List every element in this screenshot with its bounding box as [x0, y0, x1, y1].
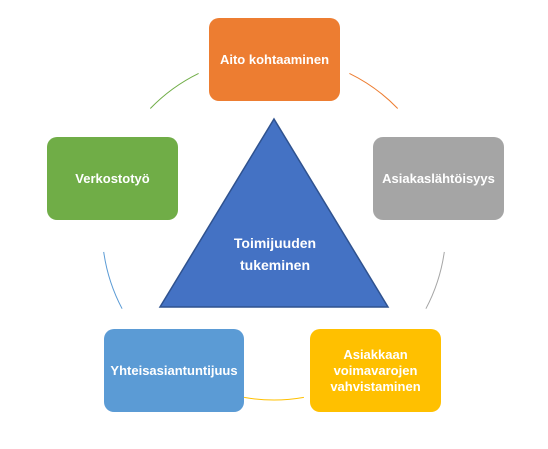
- center-label: Toimijuuden tukeminen: [200, 232, 350, 276]
- node-asiakaslahtoisyys: Asiakaslähtöisyys: [373, 137, 504, 220]
- ring-arc-left-bottom: [103, 251, 123, 309]
- node-asiakkaan-voimavarojen-vahvistaminen: Asiakkaan voimavarojen vahvistaminen: [310, 329, 441, 412]
- center-triangle: [158, 117, 390, 308]
- ring-arc-right-bottom: [425, 251, 445, 309]
- center-label-line2: tukeminen: [239, 257, 310, 273]
- ring-arc-top-right: [349, 72, 399, 109]
- ring-arc-bottom: [244, 396, 304, 401]
- center-label-line1: Toimijuuden: [233, 235, 317, 251]
- node-aito-kohtaaminen: Aito kohtaaminen: [209, 18, 340, 101]
- node-yhteisasiantuntijuus: Yhteisasiantuntijuus: [104, 329, 244, 412]
- node-verkostotyo: Verkostotyö: [47, 137, 178, 220]
- ring-arc-top-left: [149, 72, 199, 109]
